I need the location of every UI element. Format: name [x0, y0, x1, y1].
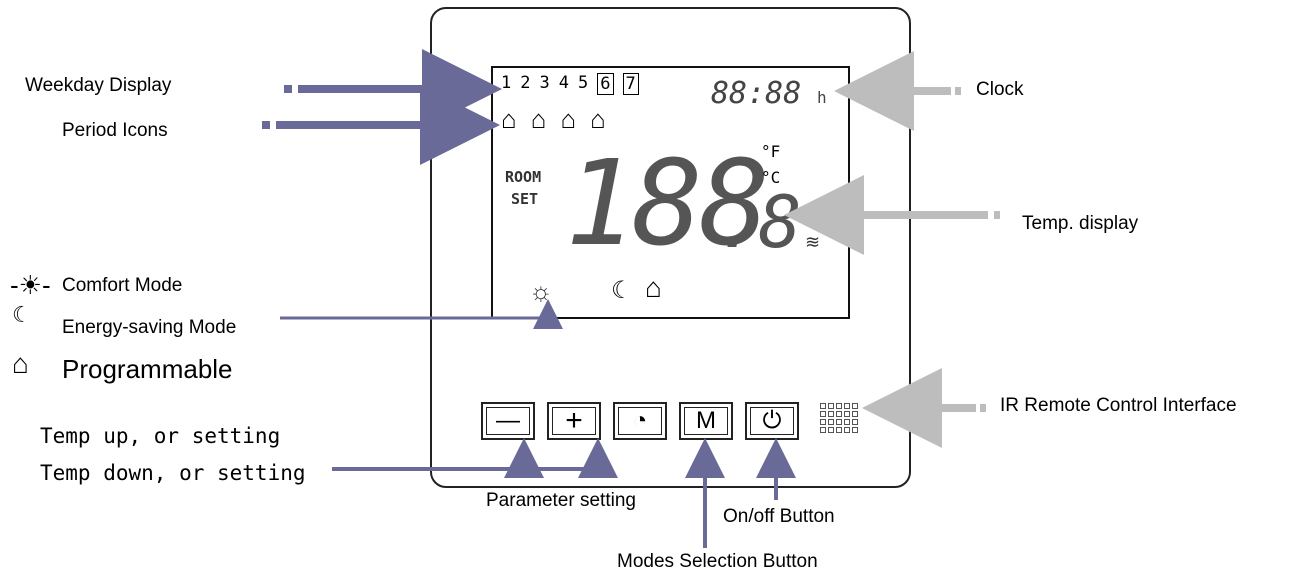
temp-down-line [332, 438, 618, 478]
mode-button-label: M [684, 407, 728, 435]
energy-saving-mode-label: Energy-saving Mode [62, 317, 237, 338]
programmable-label: Programmable [62, 354, 233, 384]
energy-saving-line [280, 299, 563, 329]
clock-icon: ◔ [618, 407, 662, 435]
day-3: 3 [539, 73, 550, 93]
plus-button-label: + [552, 404, 596, 437]
period-icons-row: ⌂ ⌂ ⌂ ⌂ [501, 104, 606, 135]
period-3-icon: ⌂ [560, 104, 577, 134]
clock-label: Clock [976, 79, 1024, 100]
day-5: 5 [578, 73, 589, 93]
minus-button-label: — [486, 407, 530, 435]
day-2: 2 [520, 73, 531, 93]
set-label: SET [511, 190, 539, 208]
weekday-display-label: Weekday Display [25, 75, 172, 96]
unit-f: °F [761, 142, 781, 161]
temp-display-label: Temp. display [1022, 213, 1139, 234]
temp-digits: 188 [565, 134, 770, 272]
house-icon: ⌂ [12, 348, 29, 379]
clock-unit: h [817, 88, 827, 107]
power-icon: ⏻ [750, 407, 794, 435]
weekday-arrow-dash [284, 85, 292, 93]
comfort-mode-icon: ☼ [529, 276, 553, 306]
period-icons-label: Period Icons [62, 120, 168, 141]
parameter-setting-button[interactable]: ◔ [613, 402, 667, 440]
parameter-setting-label: Parameter setting [486, 490, 636, 511]
room-label: ROOM [505, 168, 542, 186]
comfort-mode-label: Comfort Mode [62, 275, 183, 296]
plus-button[interactable]: + [547, 402, 601, 440]
thermostat-body [430, 7, 911, 488]
day-1: 1 [501, 73, 512, 93]
sun-icon: -☀- [10, 270, 51, 300]
ir-remote-label: IR Remote Control Interface [1000, 395, 1237, 416]
day-7: 7 [622, 73, 639, 95]
moon-icon: ☾ [12, 302, 32, 327]
modes-selection-button-label: Modes Selection Button [617, 551, 818, 572]
programmable-icon: ⌂ [645, 272, 662, 303]
ir-receiver [820, 403, 858, 433]
period-4-icon: ⌂ [590, 104, 606, 134]
temp-up-label: Temp up, or setting [40, 424, 281, 448]
period-2-icon: ⌂ [530, 104, 547, 134]
energy-saving-icon: ☾ [611, 277, 633, 304]
day-4: 4 [558, 73, 569, 93]
minus-button[interactable]: — [481, 402, 535, 440]
period-1-icon: ⌂ [501, 104, 517, 134]
weekday-row: 1 2 3 4 5 6 7 [501, 73, 639, 95]
day-6: 6 [597, 73, 614, 95]
on-off-button-label: On/off Button [723, 506, 835, 527]
unit-c: °C [761, 168, 781, 187]
temp-down-label: Temp down, or setting [40, 461, 306, 485]
clock-digits: 88:88 [711, 76, 802, 111]
